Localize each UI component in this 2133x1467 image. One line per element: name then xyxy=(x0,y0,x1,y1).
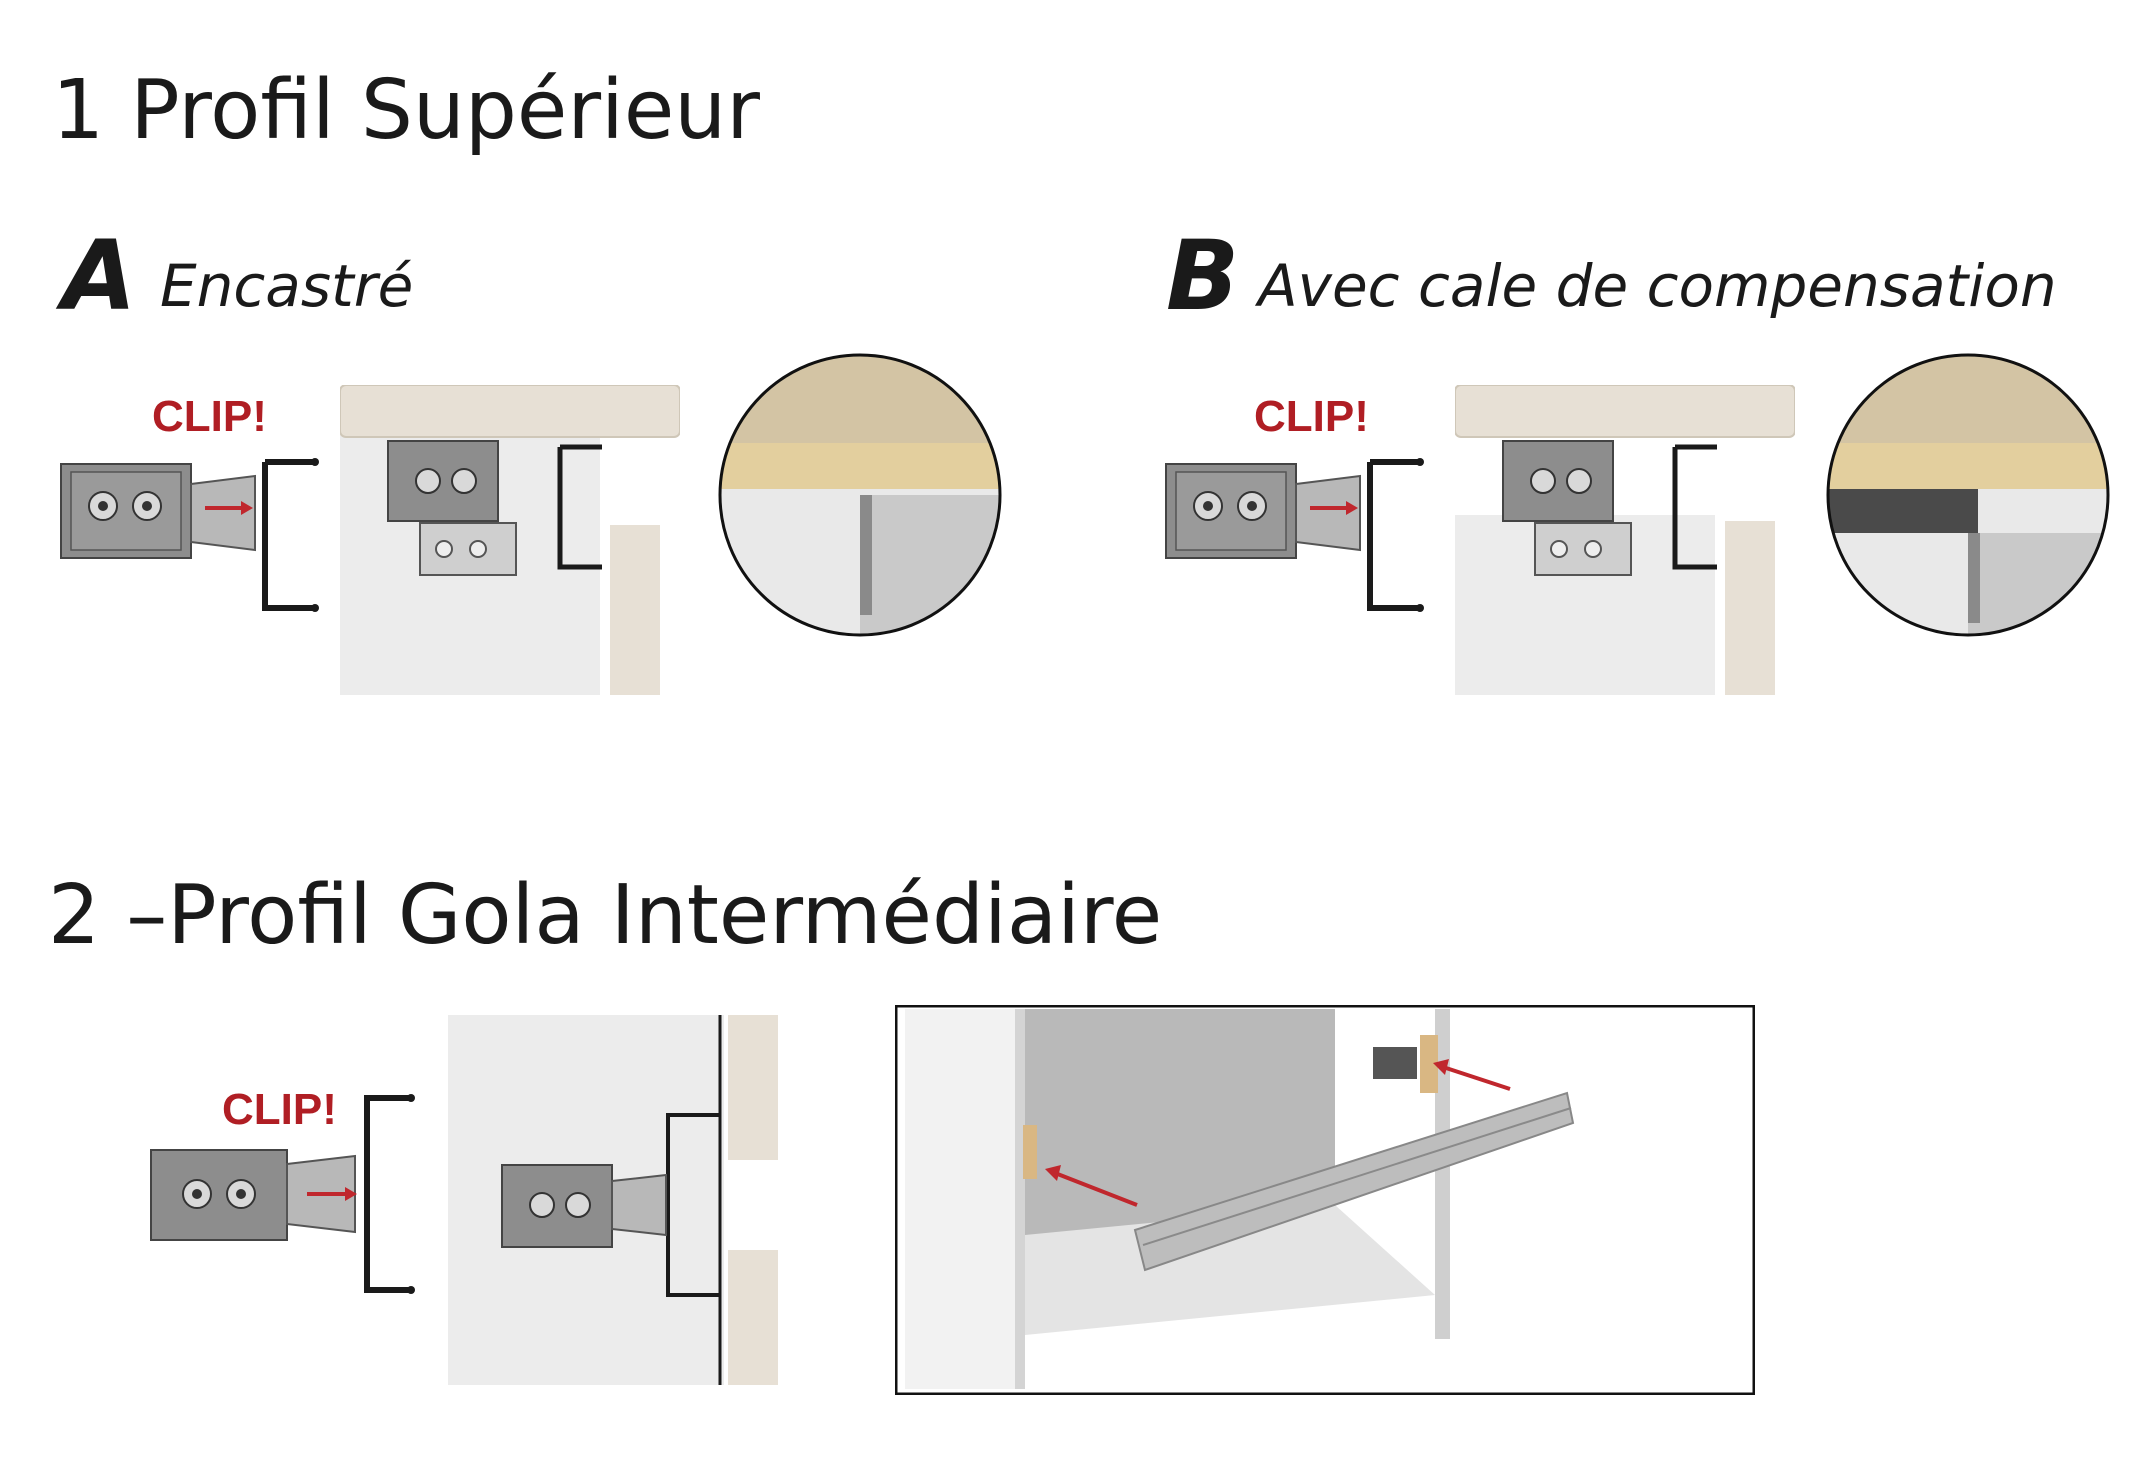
upper-door-panel xyxy=(728,1015,778,1160)
profile-section-icon xyxy=(262,459,315,611)
variant-b-detail-zoom xyxy=(1826,353,2110,637)
door-panel xyxy=(610,525,660,695)
wood-block-left xyxy=(1023,1125,1037,1179)
mounting-bracket-icon xyxy=(501,1164,667,1248)
variant-b-label: Avec cale de compensation xyxy=(1258,252,2057,320)
cabinet-left-side xyxy=(905,1009,1015,1389)
clip-label-gola: CLIP! xyxy=(222,1085,337,1134)
variant-a-detail-zoom xyxy=(718,353,1002,637)
door-panel xyxy=(1725,521,1775,695)
worktop xyxy=(1455,385,1795,438)
variant-b-installed-diagram xyxy=(1455,385,1795,695)
variant-b-letter: B xyxy=(1166,220,1240,332)
worktop xyxy=(340,385,680,438)
section-2-title: 2 –Profil Gola Intermédiaire xyxy=(48,868,1163,963)
mounting-bracket-icon xyxy=(1373,1047,1417,1079)
mounting-bracket-icon xyxy=(60,463,256,559)
wood-block-right xyxy=(1420,1035,1438,1093)
gola-clip-diagram xyxy=(150,1094,415,1294)
clip-label-a: CLIP! xyxy=(152,392,267,441)
arrow-icon xyxy=(1054,1171,1138,1207)
gola-3d-view xyxy=(895,1005,1755,1395)
variant-a-installed-diagram xyxy=(340,385,680,695)
mounting-bracket-icon xyxy=(1502,440,1632,576)
section-1-title: 1 Profil Supérieur xyxy=(52,63,760,158)
variant-a-clip-diagram xyxy=(60,458,319,612)
profile-section-icon xyxy=(1672,444,1717,570)
gola-installed-diagram xyxy=(448,1015,778,1385)
lower-door-panel xyxy=(728,1250,778,1385)
clip-label-b: CLIP! xyxy=(1254,392,1369,441)
mounting-bracket-icon xyxy=(387,440,517,576)
gola-profile-rail xyxy=(1133,1091,1575,1272)
profile-section-icon xyxy=(557,444,602,570)
profile-section-icon xyxy=(1367,459,1420,611)
profile-section-icon xyxy=(666,1113,720,1297)
mounting-bracket-icon xyxy=(1165,463,1361,559)
variant-b-clip-diagram xyxy=(1165,458,1424,612)
variant-a-letter: A xyxy=(62,220,137,332)
cabinet-right-side xyxy=(1435,1009,1450,1339)
profile-section-icon xyxy=(364,1095,411,1293)
variant-a-label: Encastré xyxy=(160,252,414,320)
arrow-icon xyxy=(1442,1065,1511,1091)
